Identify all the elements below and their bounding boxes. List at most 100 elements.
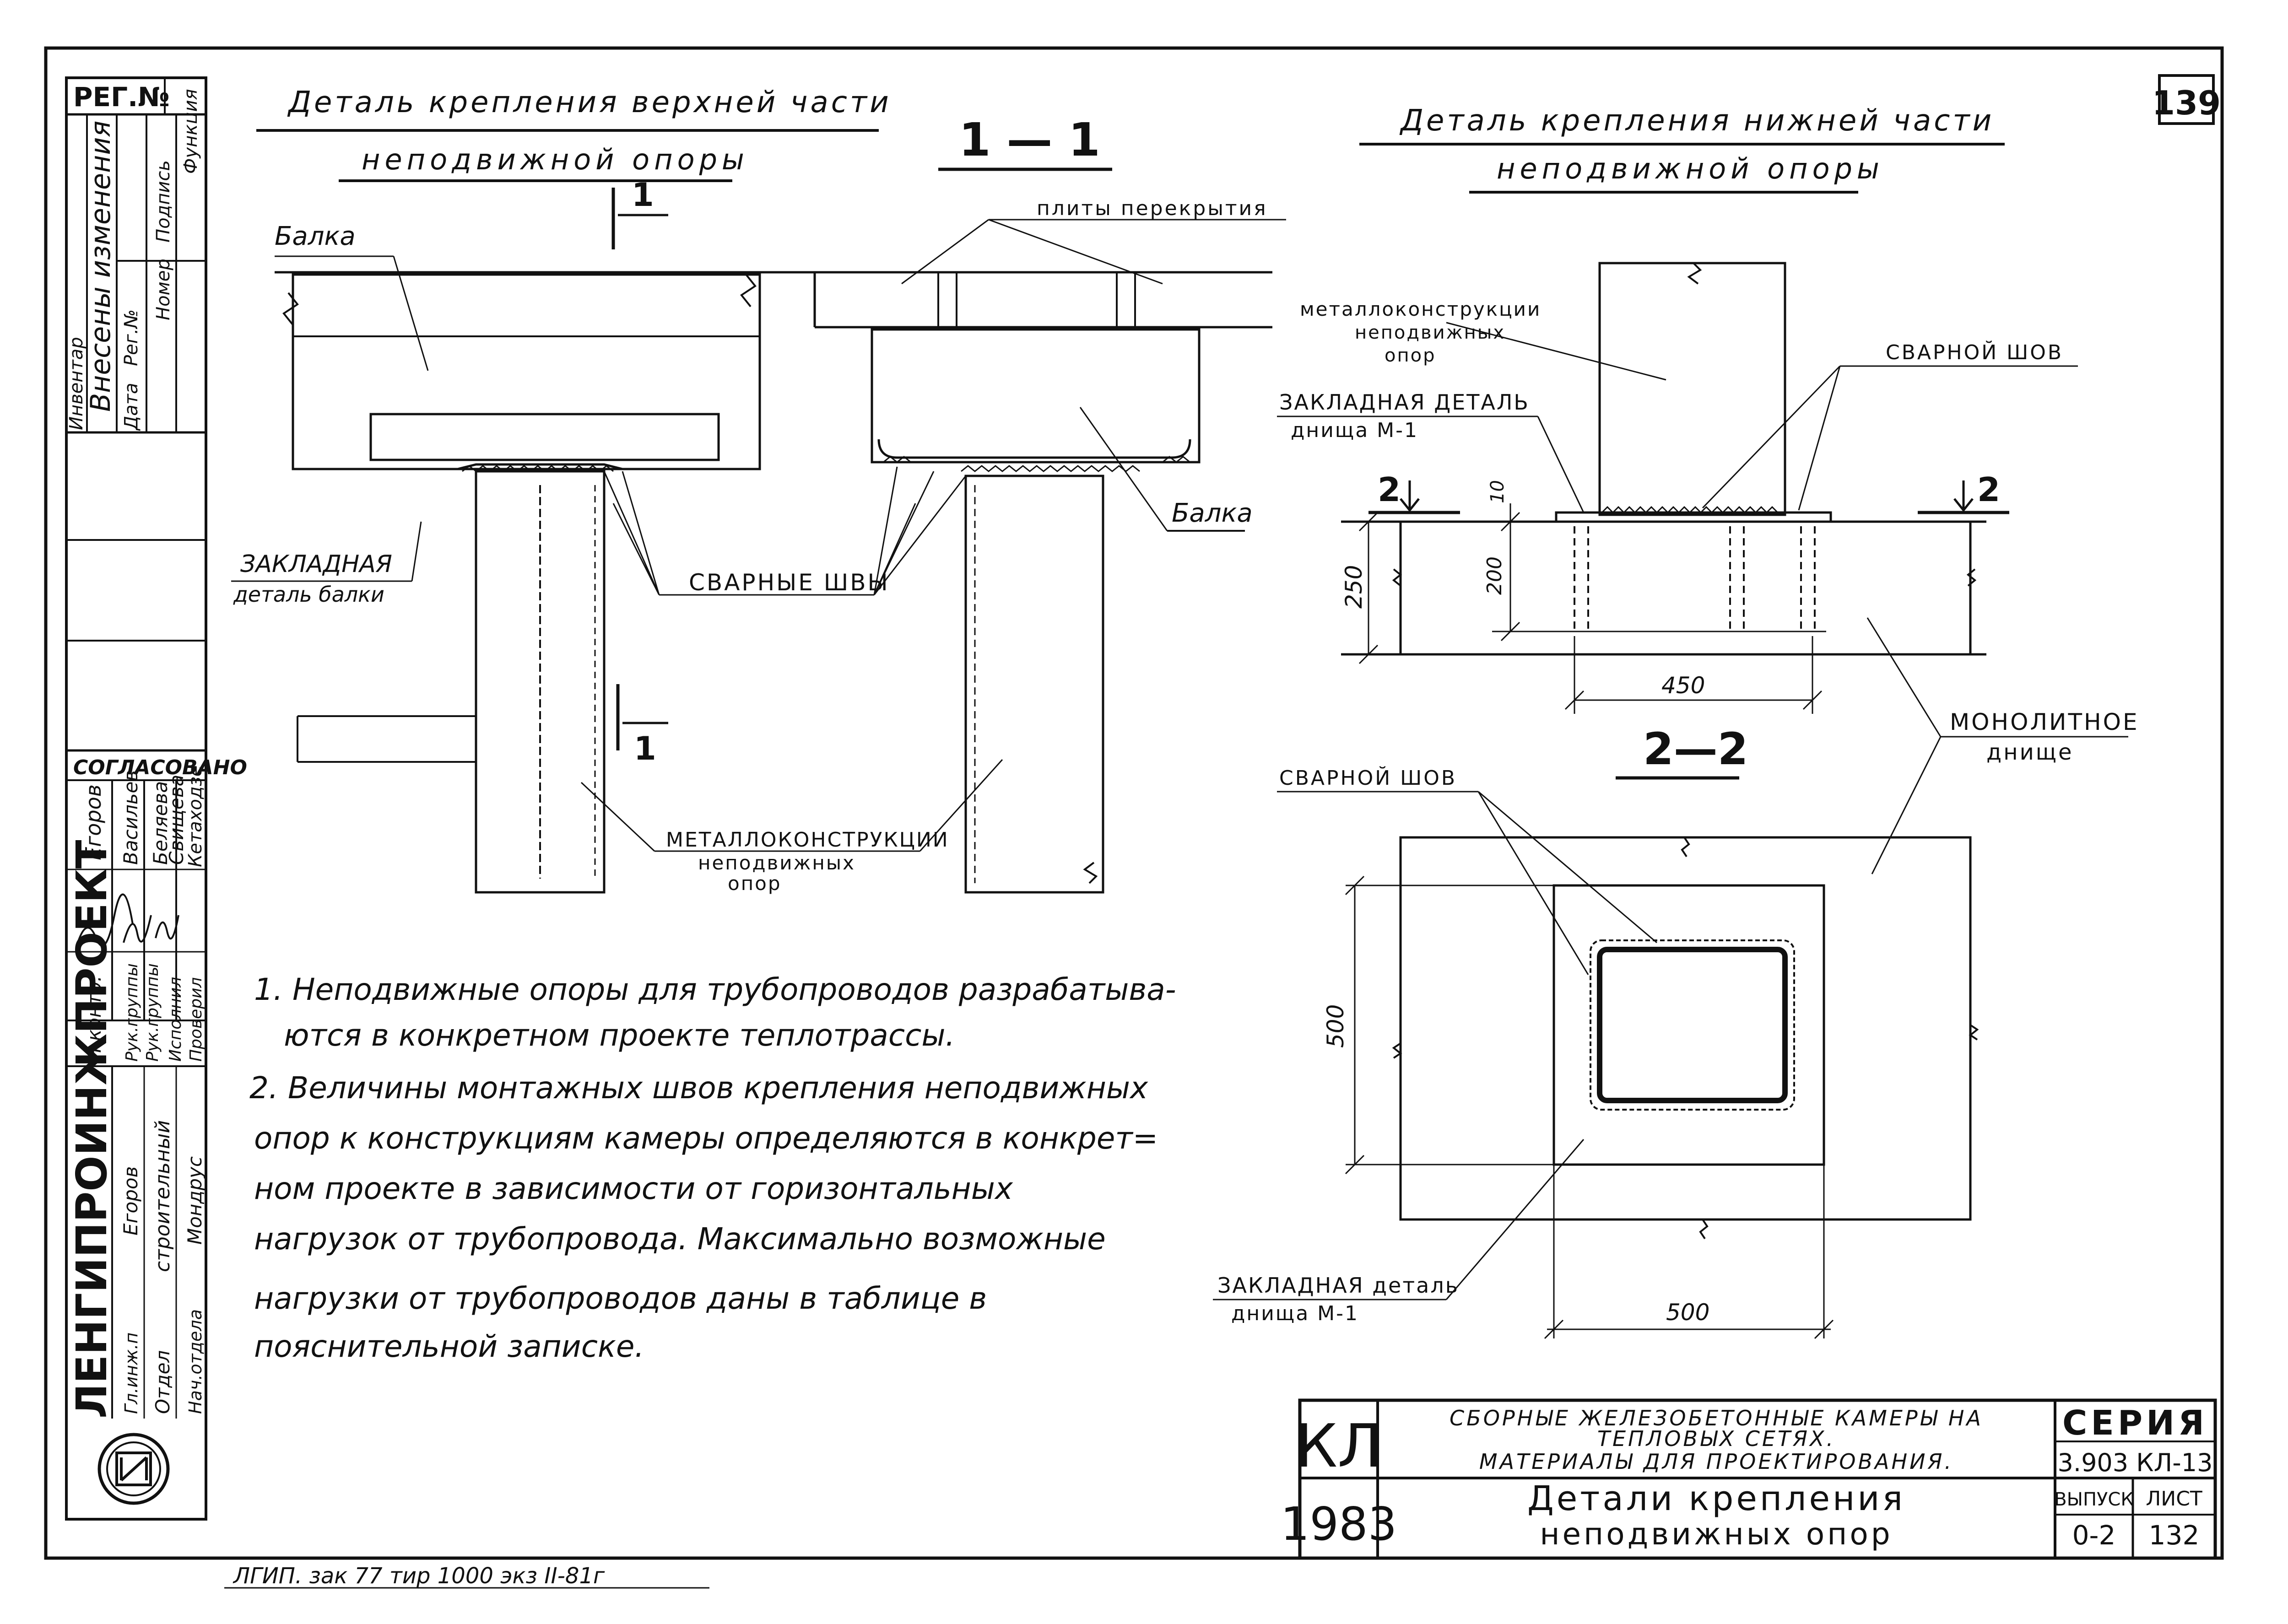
cut-mark-1-bottom: 1 — [634, 730, 656, 767]
agreed-label: СОГЛАСОВАНО — [73, 756, 247, 779]
label-embedded-line1: ЗАКЛАДНАЯ — [240, 550, 392, 578]
title-desc-line1: СБОРНЫЕ ЖЕЛЕЗОБЕТОННЫЕ КАМЕРЫ НА — [1450, 1406, 1983, 1430]
dept-name-1: Егоров — [119, 1166, 142, 1236]
role-2: Рук.группы — [123, 963, 141, 1062]
dim-200: 200 — [1483, 556, 1506, 595]
cut-mark-2-left: 2 — [1378, 470, 1401, 509]
signature-3 — [155, 915, 179, 939]
label-metal-line2: неподвижных — [698, 852, 855, 874]
agreed-name-2: Васильев — [119, 770, 142, 865]
agreed-name-1: Егоров — [81, 784, 106, 860]
detail-top-title-line2: неподвижной опоры — [362, 143, 749, 176]
section-2-2-title: 2—2 — [1643, 723, 1748, 775]
issue-label: ВЫПУСК — [2054, 1489, 2134, 1510]
sheet-title-line2: неподвижных опор — [1540, 1516, 1893, 1552]
support-column-right — [964, 475, 1104, 894]
label-weld-bottom: СВАРНОЙ ШОВ — [1886, 340, 2063, 364]
note-line-2: ются в конкретном проекте теплотрассы. — [284, 1018, 955, 1053]
detail-top: Деталь крепления верхней части неподвижн… — [231, 86, 1272, 894]
role-4: Исполнил — [166, 977, 185, 1062]
note-line-7: нагрузки от трубопроводов даны в таблице… — [254, 1281, 987, 1316]
sheet-label: ЛИСТ — [2146, 1487, 2202, 1511]
section-1-1-title: 1 — 1 — [959, 113, 1100, 167]
label-welds: СВАРНЫЕ ШВЫ — [689, 569, 890, 596]
role-3: Рук.группы — [143, 963, 162, 1062]
weld-seam-top — [462, 465, 614, 472]
org-logo — [97, 1433, 170, 1505]
org-name: ЛЕНГИПРОИНЖПРОЕКТ — [67, 840, 116, 1419]
label-embedded-2-2-line2: днища М-1 — [1231, 1302, 1359, 1325]
role-5: Проверил — [187, 977, 206, 1062]
changes-col-3: Рег.№ — [121, 309, 142, 366]
cut-mark-1-top: 1 — [632, 176, 654, 214]
label-embedded-2-2-line1: ЗАКЛАДНАЯ деталь — [1217, 1273, 1459, 1298]
dept-name-2: строительный — [151, 1120, 174, 1272]
dim-500-horizontal: 500 — [1666, 1299, 1709, 1326]
label-balka-right: Балка — [1172, 498, 1253, 528]
label-monolith-line1: МОНОЛИТНОЕ — [1950, 709, 2139, 735]
series-value: 3.903 КЛ-13 — [2058, 1448, 2213, 1477]
dept-name-3: Мондрус — [184, 1156, 206, 1245]
title-desc-line3: МАТЕРИАЛЫ ДЛЯ ПРОЕКТИРОВАНИЯ. — [1479, 1449, 1953, 1474]
dept-label-3: Нач.отдела — [185, 1309, 206, 1414]
support-column-left — [475, 470, 606, 894]
changes-col-2: Дата — [121, 383, 142, 431]
detail-bottom: Деталь крепления нижней части неподвижно… — [1277, 104, 2139, 874]
weld-seam-right — [961, 465, 1140, 472]
detail-top-title-line1: Деталь крепления верхней части — [287, 86, 892, 119]
embedded-plate-plan — [1552, 884, 1825, 1166]
dim-250: 250 — [1341, 565, 1367, 609]
changes-col-4: Номер — [153, 259, 174, 320]
label-metal-bottom-line3: опор — [1385, 345, 1436, 366]
changes-col-1: Инвентар — [66, 337, 87, 430]
changes-col-5: Подпись — [153, 160, 174, 243]
dim-500-vertical: 500 — [1322, 1004, 1349, 1048]
label-balka-left: Балка — [275, 221, 356, 251]
label-embedded-line2: деталь балки — [233, 582, 384, 607]
agreed-name-3: Беляева — [149, 781, 172, 865]
title-code: КЛ — [1295, 1411, 1382, 1481]
label-metal-line1: МЕТАЛЛОКОНСТРУКЦИИ — [666, 828, 949, 852]
beam-left — [292, 273, 761, 470]
title-year: 1983 — [1281, 1497, 1397, 1551]
title-block: КЛ 1983 СБОРНЫЕ ЖЕЛЕЗОБЕТОННЫЕ КАМЕРЫ НА… — [1281, 1398, 2217, 1560]
issue-value: 0-2 — [2072, 1520, 2116, 1551]
monolith-slab-plan — [1399, 836, 1972, 1221]
dim-10: 10 — [1487, 480, 1508, 503]
section-2-2: 2—2 СВАРНОЙ ШОВ 500 500 ЗАКЛАДНАЯ деталь — [1213, 723, 1979, 1339]
label-embedded-bottom-line1: ЗАКЛАДНАЯ ДЕТАЛЬ — [1279, 390, 1530, 415]
changes-title: Внесены изменения — [85, 121, 117, 412]
print-info: ЛГИП. зак 77 тир 1000 экз II-81г — [233, 1563, 605, 1589]
embedded-plate-top — [369, 413, 720, 461]
label-slabs: плиты перекрытия — [1037, 197, 1268, 220]
beam-right — [871, 328, 1201, 464]
notes: 1. Неподвижные опоры для трубопроводов р… — [249, 972, 1176, 1364]
note-line-6: нагрузок от трубопровода. Максимально во… — [254, 1221, 1106, 1257]
sheet-value: 132 — [2149, 1520, 2200, 1551]
title-desc-line2: ТЕПЛОВЫХ СЕТЯХ. — [1597, 1426, 1835, 1451]
detail-bottom-title-line1: Деталь крепления нижней части — [1399, 104, 1994, 138]
note-line-1: 1. Неподвижные опоры для трубопроводов р… — [254, 972, 1176, 1007]
dept-label-2: Отдел — [151, 1350, 174, 1414]
pipe-section — [1597, 947, 1788, 1103]
note-line-8: пояснительной записке. — [254, 1329, 644, 1364]
sheet-number-box — [2158, 74, 2215, 125]
left-stamp-panel: РЕГ.№ Внесены изменения Инвентар Дата Ре… — [65, 76, 247, 1521]
label-metal-bottom-line1: металлоконструкции — [1300, 298, 1541, 320]
label-weld-2-2: СВАРНОЙ ШОВ — [1279, 766, 1457, 790]
label-monolith-line2: днище — [1986, 739, 2074, 765]
note-line-3: 2. Величины монтажных швов крепления неп… — [249, 1070, 1148, 1106]
series-label: СЕРИЯ — [2062, 1403, 2208, 1443]
agreed-name-4: Свищева — [165, 775, 188, 865]
support-column-bottom — [1598, 262, 1786, 516]
cut-mark-2-right: 2 — [1977, 470, 2000, 509]
signature-1 — [77, 893, 134, 947]
note-line-4: опор к конструкциям камеры определяются … — [254, 1121, 1158, 1156]
label-metal-bottom-line2: неподвижных — [1355, 322, 1505, 343]
label-metal-line3: опор — [728, 872, 782, 895]
section-1-1: 1 — 1 1 1 плиты перекрытия Балка СВАРНЫЕ… — [580, 113, 1286, 895]
weld-seam-bottom — [1601, 506, 1779, 514]
detail-bottom-title-line2: неподвижной опоры — [1497, 152, 1884, 185]
weld-seam-plan — [1590, 939, 1795, 1111]
